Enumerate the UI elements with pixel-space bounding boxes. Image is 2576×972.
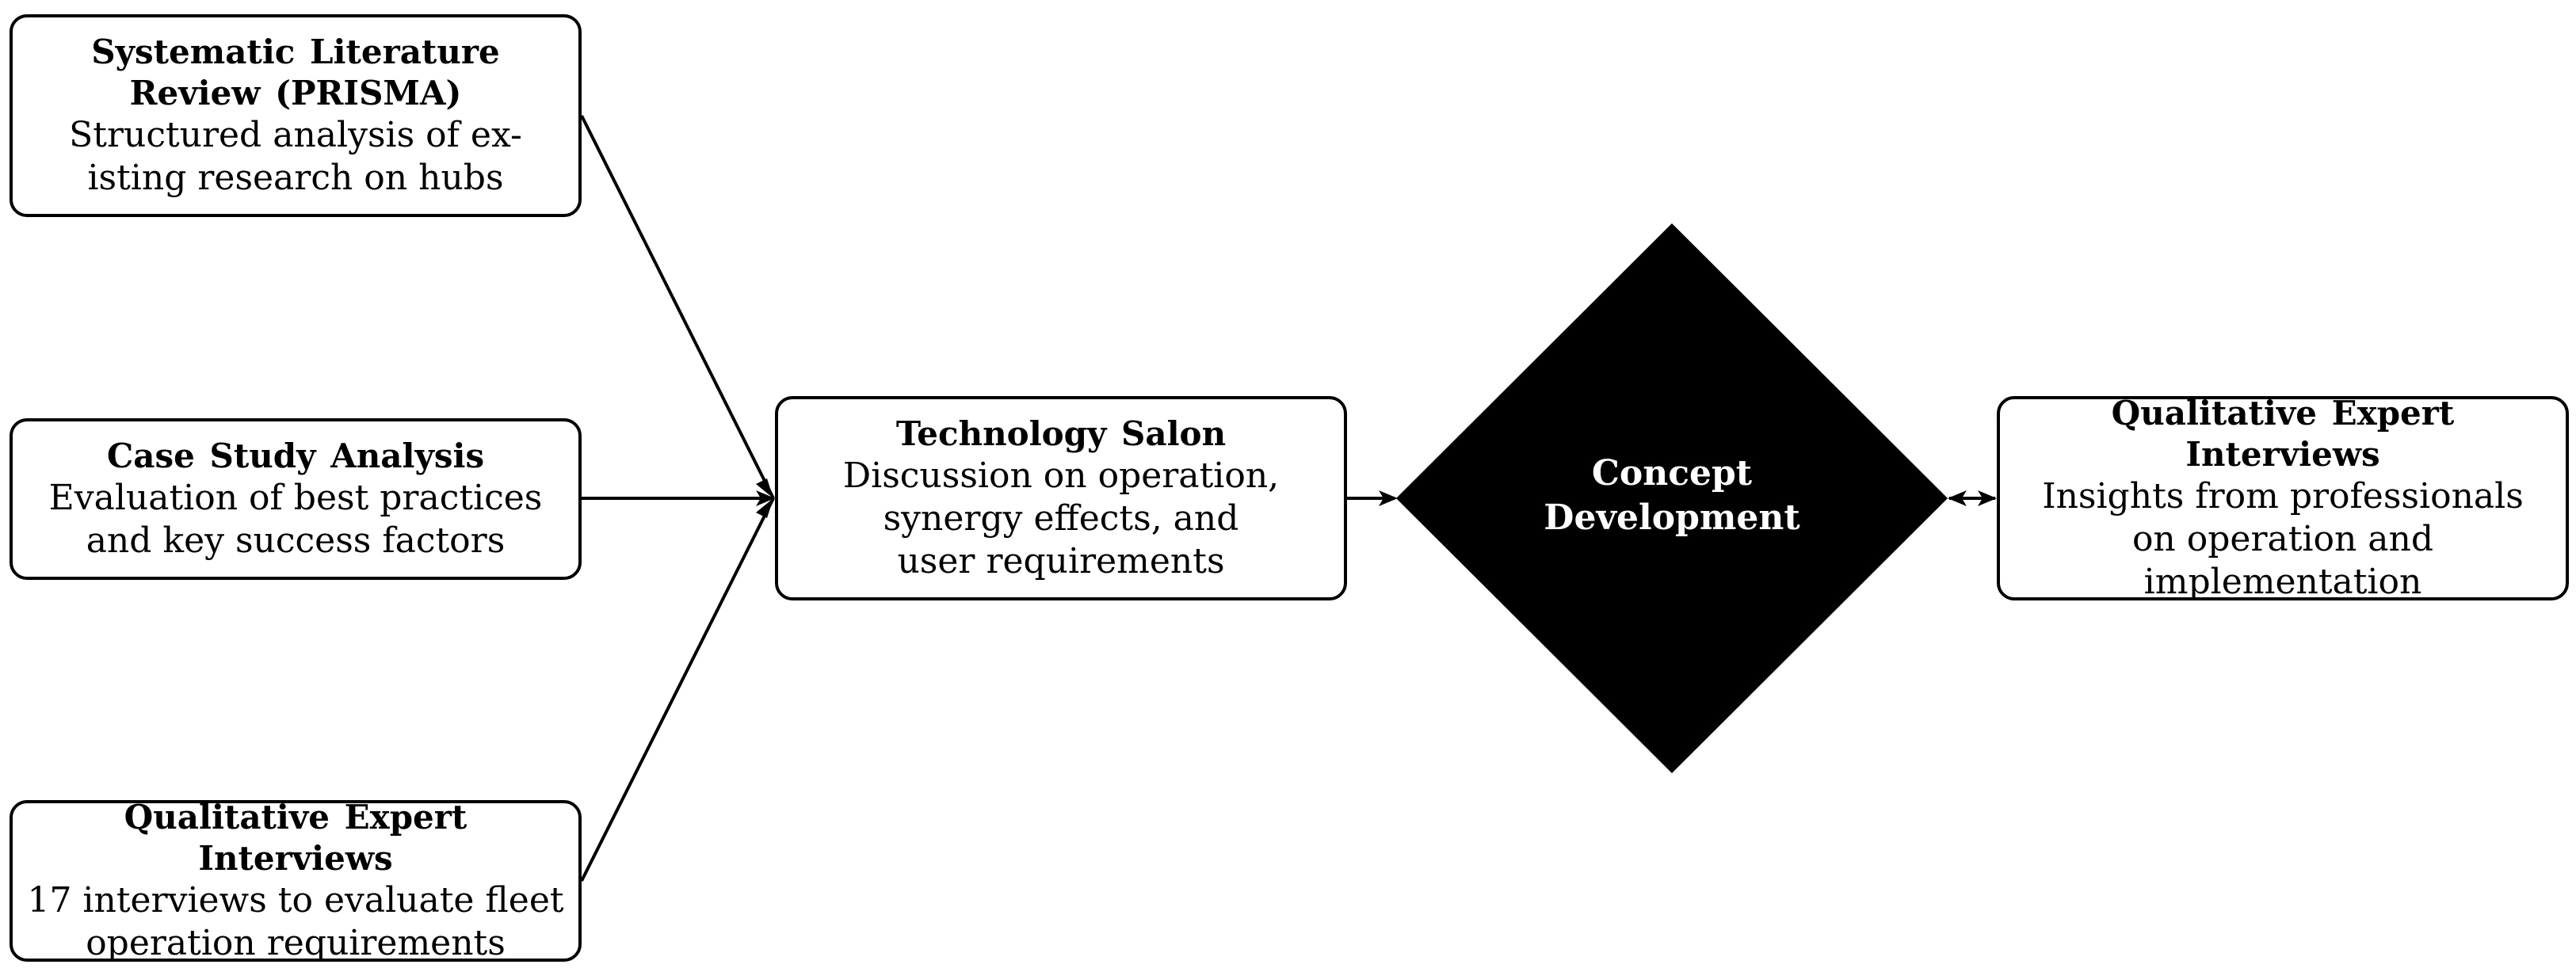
literature-review-title: Systematic Literature Review (PRISMA) xyxy=(91,32,500,112)
arrowhead-literature xyxy=(756,478,773,498)
literature-review-node: Systematic Literature Review (PRISMA) St… xyxy=(10,14,582,217)
arrowhead-expert xyxy=(756,498,773,518)
arrowhead-case xyxy=(756,490,775,506)
arrowhead-concept-side xyxy=(1948,490,1967,506)
case-study-node: Case Study Analysis Evaluation of best p… xyxy=(10,418,582,580)
literature-review-description: Structured analysis of ex- isting resear… xyxy=(69,115,522,198)
arrowhead-salon-to-concept xyxy=(1379,490,1398,506)
expert-interviews-validation-description: Insights from professionals on operation… xyxy=(2042,476,2524,602)
technology-salon-title: Technology Salon xyxy=(895,414,1227,453)
case-study-description: Evaluation of best practices and key suc… xyxy=(48,478,543,561)
expert-interviews-validation-node: Qualitative Expert Interviews Insights f… xyxy=(1997,394,2569,602)
arrow-literature-to-salon xyxy=(580,115,775,499)
concept-development-label: Concept Development xyxy=(1544,453,1800,538)
case-study-title: Case Study Analysis xyxy=(106,436,485,475)
arrow-expert-to-salon xyxy=(580,497,775,882)
arrowhead-validation-side xyxy=(1978,490,1997,506)
concept-development-diamond xyxy=(1396,223,1948,773)
expert-interviews-validation-title: Qualitative Expert Interviews xyxy=(2111,394,2455,474)
expert-interviews-input-title: Qualitative Expert Interviews xyxy=(124,798,467,878)
technology-salon-node: Technology Salon Discussion on operation… xyxy=(775,396,1347,600)
expert-interviews-input-node: Qualitative Expert Interviews 17 intervi… xyxy=(10,798,582,963)
technology-salon-description: Discussion on operation, synergy effects… xyxy=(842,456,1280,581)
expert-interviews-input-description: 17 interviews to evaluate fleet operatio… xyxy=(27,880,564,963)
